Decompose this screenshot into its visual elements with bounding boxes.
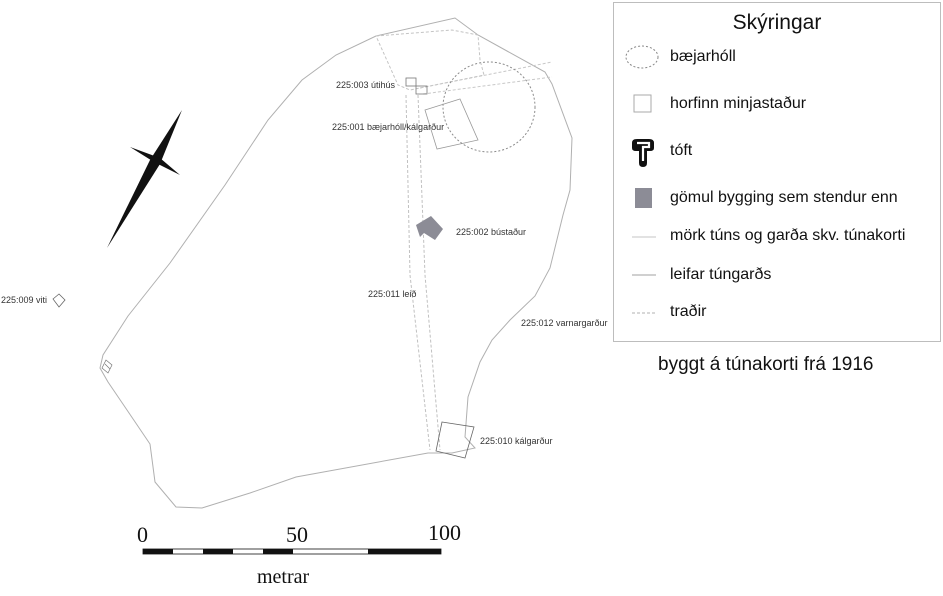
legend-label-standing-building: gömul bygging sem stendur enn bbox=[670, 189, 898, 206]
legend-label-field-boundary: mörk túns og garða skv. túnakorti bbox=[670, 227, 906, 244]
north-arrow-icon bbox=[107, 110, 182, 248]
scale-label-50: 50 bbox=[286, 522, 308, 547]
filled-square-icon bbox=[635, 188, 652, 208]
site-label-225-001: 225:001 bæjarhóll/kálgarður bbox=[332, 122, 445, 132]
source-note: byggt á túnakorti frá 1916 bbox=[658, 354, 874, 375]
map-legend: Skýringar bæjarhóll horfinn minjastaður … bbox=[613, 2, 941, 342]
scale-bar bbox=[142, 548, 442, 555]
small-ruin-marker bbox=[101, 359, 113, 374]
site-225-010-marker bbox=[435, 421, 475, 459]
scale-label-100: 100 bbox=[428, 520, 461, 545]
dashed-line-icon bbox=[632, 312, 656, 314]
site-225-003b-marker bbox=[415, 85, 428, 95]
ruin-outline-icon bbox=[632, 139, 654, 167]
garden-enclosure bbox=[375, 29, 485, 91]
site-225-001-marker bbox=[424, 98, 479, 150]
legend-label-lane: traðir bbox=[670, 303, 707, 320]
legend-label-ruin: tóft bbox=[670, 142, 693, 159]
legend-title: Skýringar bbox=[732, 11, 822, 34]
site-label-225-012: 225:012 varnargarður bbox=[521, 318, 608, 328]
farm-mound bbox=[442, 61, 536, 153]
site-label-225-009: 225:009 viti bbox=[1, 295, 48, 305]
site-label-225-002: 225:002 bústaður bbox=[456, 227, 527, 237]
legend-label-farm-mound: bæjarhóll bbox=[670, 48, 736, 65]
line-icon bbox=[632, 274, 656, 276]
site-label-225-003: 225:003 útihús bbox=[336, 80, 396, 90]
legend-label-field-wall-remains: leifar túngarðs bbox=[670, 266, 772, 283]
empty-square-icon bbox=[633, 94, 652, 113]
legend-label-vanished-site: horfinn minjastaður bbox=[670, 95, 807, 112]
scale-unit-label: metrar bbox=[257, 566, 310, 588]
scale-label-0: 0 bbox=[137, 522, 148, 547]
site-label-225-011: 225:011 leið bbox=[368, 289, 417, 299]
site-225-009-marker bbox=[52, 293, 66, 308]
path-225-011 bbox=[405, 94, 441, 451]
thin-line-icon bbox=[632, 236, 656, 238]
home-field-boundary bbox=[99, 17, 573, 509]
dotted-ellipse-icon bbox=[625, 45, 659, 69]
site-225-002-building bbox=[416, 216, 443, 240]
lane-east bbox=[419, 61, 553, 95]
site-label-225-010: 225:010 kálgarður bbox=[480, 436, 553, 446]
site-225-003-marker bbox=[405, 77, 417, 87]
